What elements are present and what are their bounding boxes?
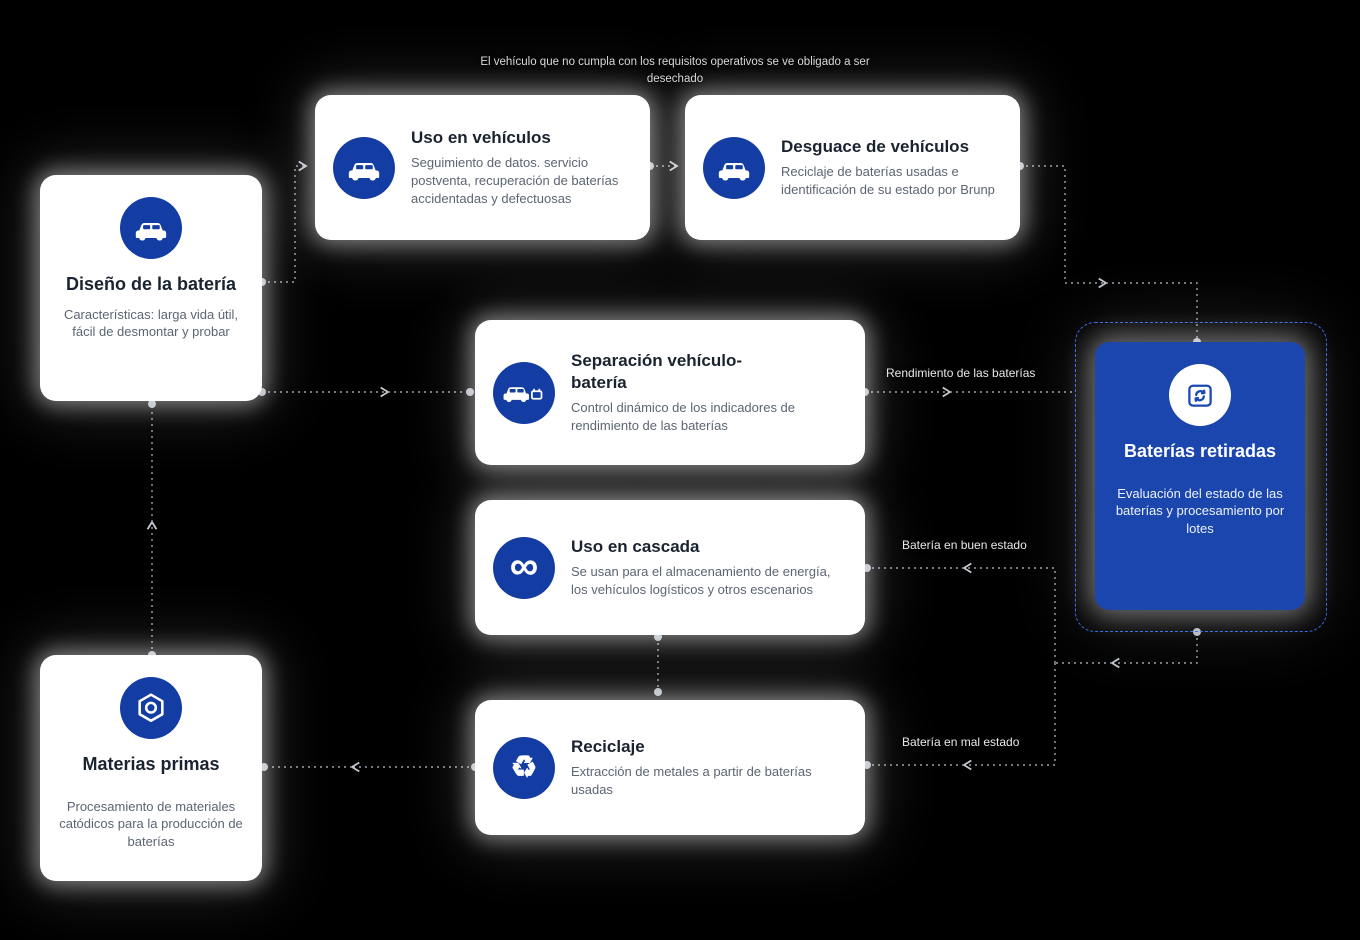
node-text: Uso en vehículos Seguimiento de datos. s… bbox=[411, 127, 632, 208]
node-body: Extracción de metales a partir de baterí… bbox=[571, 764, 812, 798]
node-title: Desguace de vehículos bbox=[781, 136, 970, 156]
node-body: Se usan para el almacenamiento de energí… bbox=[571, 564, 831, 598]
hexagon-nut-icon bbox=[120, 677, 182, 739]
node-title: Diseño de la batería bbox=[65, 274, 237, 294]
car-battery-icon bbox=[493, 361, 555, 424]
car-icon bbox=[703, 136, 765, 199]
node-baterias-retiradas: Baterías retiradas Evaluación del estado… bbox=[1095, 342, 1305, 610]
infinity-icon: ∞ bbox=[493, 536, 555, 599]
flow-caption: El vehículo que no cumpla con los requis… bbox=[480, 56, 870, 86]
node-title: Materias primas bbox=[82, 754, 220, 774]
node-body: Evaluación del estado de las baterías y … bbox=[1115, 485, 1285, 537]
node-title: Separación vehículo-batería bbox=[571, 351, 742, 392]
node-reciclaje: ♻ Reciclaje Extracción de metales a part… bbox=[475, 700, 865, 835]
node-title: Reciclaje bbox=[571, 736, 645, 756]
node-desguace-vehiculos: Desguace de vehículos Reciclaje de bater… bbox=[685, 95, 1020, 240]
node-title: Baterías retiradas bbox=[1123, 441, 1277, 461]
recycle-icon: ♻ bbox=[493, 736, 555, 799]
node-text: Uso en cascada Se usan para el almacenam… bbox=[571, 536, 847, 599]
edge-label-rendimiento: Rendimiento de las baterías bbox=[886, 366, 1036, 380]
car-icon bbox=[120, 197, 182, 259]
node-uso-en-vehiculos: Uso en vehículos Seguimiento de datos. s… bbox=[315, 95, 650, 240]
node-text: Desguace de vehículos Reciclaje de bater… bbox=[781, 136, 1002, 199]
edge-label-mal-estado: Batería en mal estado bbox=[902, 735, 1020, 749]
node-text: Reciclaje Extracción de metales a partir… bbox=[571, 736, 847, 799]
node-diseno-bateria: Diseño de la batería Características: la… bbox=[40, 175, 262, 401]
node-uso-en-cascada: ∞ Uso en cascada Se usan para el almacen… bbox=[475, 500, 865, 635]
edge-label-buen-estado: Batería en buen estado bbox=[902, 538, 1027, 552]
node-body: Características: larga vida útil, fácil … bbox=[63, 306, 239, 340]
node-materias-primas: Materias primas Procesamiento de materia… bbox=[40, 655, 262, 881]
car-icon bbox=[333, 136, 395, 199]
node-separacion-vehiculo-bateria: Separación vehículo-batería Control diná… bbox=[475, 320, 865, 465]
node-text: Separación vehículo-batería Control diná… bbox=[571, 350, 847, 434]
battery-recycle-box-icon bbox=[1169, 364, 1231, 426]
node-title: Uso en cascada bbox=[571, 536, 700, 556]
node-body: Procesamiento de materiales catódicos pa… bbox=[59, 798, 243, 850]
node-body: Control dinámico de los indicadores de r… bbox=[571, 399, 796, 433]
node-title: Uso en vehículos bbox=[411, 127, 551, 147]
node-body: Seguimiento de datos. servicio postventa… bbox=[411, 155, 619, 207]
node-body: Reciclaje de baterías usadas e identific… bbox=[781, 164, 995, 198]
